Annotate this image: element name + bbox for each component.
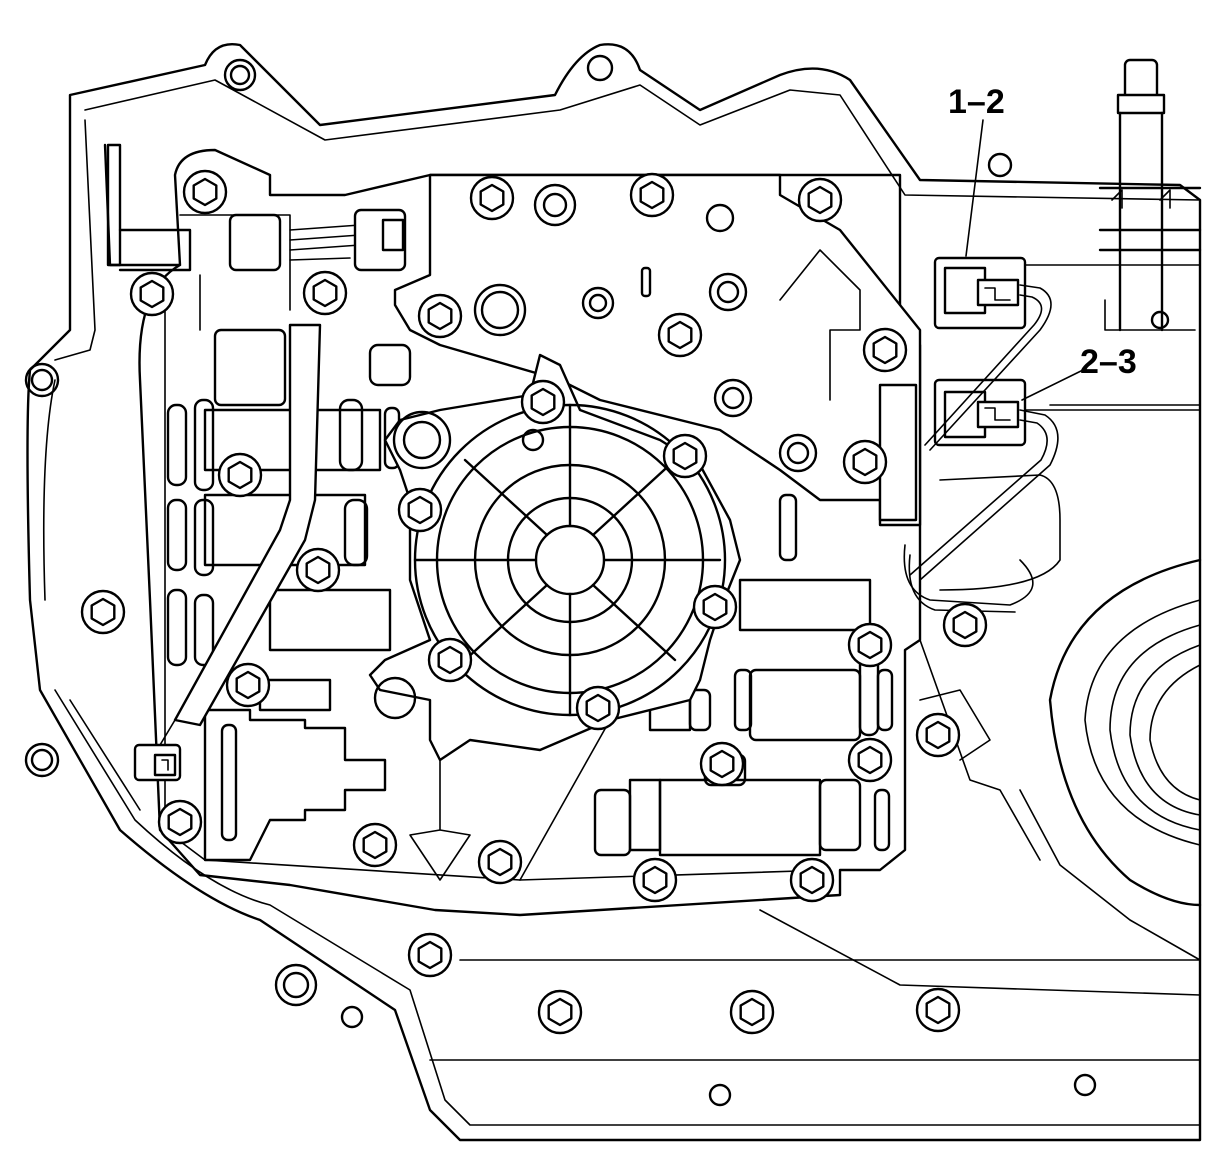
manual-shaft bbox=[1024, 58, 1202, 411]
accumulator-cover bbox=[368, 353, 742, 881]
shift-solenoid-1-2 bbox=[933, 256, 1027, 330]
bolt-head bbox=[302, 270, 348, 316]
bolt-head bbox=[662, 433, 708, 479]
bolt-head bbox=[692, 584, 738, 630]
spool-valves bbox=[203, 668, 862, 862]
shift-solenoid-2-3 bbox=[933, 378, 1027, 447]
bolt-head bbox=[729, 989, 775, 1035]
bolt-head bbox=[915, 712, 961, 758]
bolt-head bbox=[699, 741, 745, 787]
bolt-head bbox=[537, 989, 583, 1035]
bolt-head bbox=[295, 547, 341, 593]
bolt-head bbox=[657, 312, 703, 358]
bolt-head bbox=[129, 271, 175, 317]
control-plate bbox=[393, 173, 922, 527]
bolt-head bbox=[862, 327, 908, 373]
bolt-head bbox=[217, 452, 263, 498]
bolt-head bbox=[80, 589, 126, 635]
bolt-head bbox=[182, 169, 228, 215]
bolt-head bbox=[847, 737, 893, 783]
label-2-3: 2–3 bbox=[1080, 343, 1137, 381]
bolt-head bbox=[407, 932, 453, 978]
transmission-case bbox=[24, 43, 1202, 1142]
bolt-head bbox=[417, 293, 463, 339]
bolt-head bbox=[789, 857, 835, 903]
pump-housing bbox=[919, 558, 1202, 907]
bolt-head bbox=[797, 177, 843, 223]
bolt-head bbox=[842, 439, 888, 485]
bolt-head bbox=[157, 799, 203, 845]
wiring-harness bbox=[106, 143, 407, 782]
callouts: 1–2 2–3 bbox=[948, 83, 1137, 401]
bolt-head bbox=[847, 622, 893, 668]
bolt-head bbox=[477, 839, 523, 885]
label-1-2: 1–2 bbox=[948, 83, 1005, 121]
worm-tracks bbox=[166, 328, 894, 852]
bolt-head bbox=[352, 822, 398, 868]
bolt-head bbox=[427, 637, 473, 683]
bolt-head bbox=[915, 987, 961, 1033]
solenoid-wires bbox=[878, 284, 1061, 613]
bolt-head bbox=[469, 175, 515, 221]
bolt-head bbox=[225, 662, 271, 708]
leader-1-2 bbox=[965, 119, 984, 257]
bolt-head bbox=[942, 602, 988, 648]
bolt-head bbox=[629, 172, 675, 218]
bolt-head bbox=[575, 685, 621, 731]
bolts bbox=[80, 169, 988, 1035]
bolt-head bbox=[520, 379, 566, 425]
leader-2-3 bbox=[1021, 369, 1084, 401]
bolt-head bbox=[397, 487, 443, 533]
bolt-head bbox=[632, 857, 678, 903]
